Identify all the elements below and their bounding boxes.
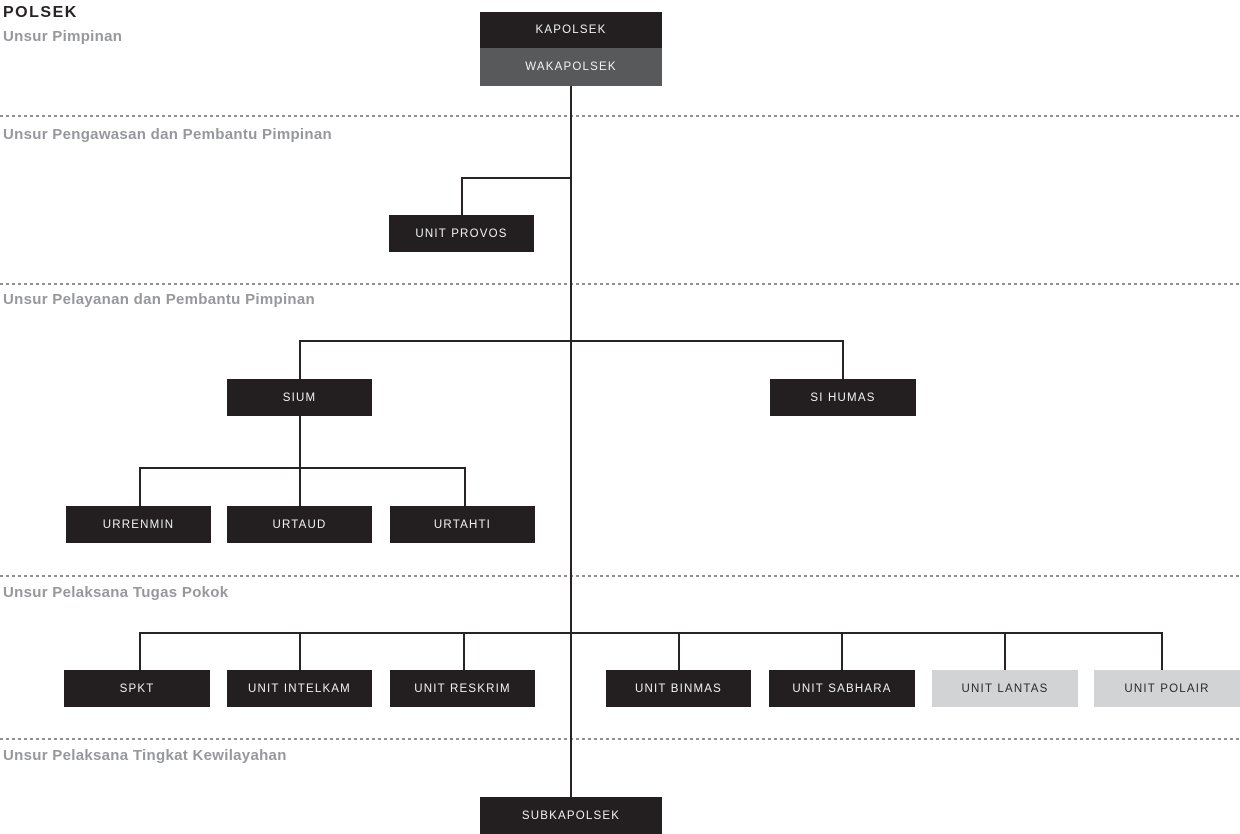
node-unit-sabhara: UNIT SABHARA bbox=[769, 670, 915, 707]
section-label-pimpinan: Unsur Pimpinan bbox=[3, 28, 123, 45]
connector-sium-stem bbox=[299, 416, 301, 506]
connector-spkt-drop bbox=[139, 632, 141, 670]
node-kapolsek: KAPOLSEK bbox=[480, 12, 662, 48]
connector-urrenmin-drop bbox=[139, 467, 141, 506]
chart-title: POLSEK bbox=[3, 4, 78, 21]
connector-spine bbox=[570, 86, 572, 798]
node-unit-provos: UNIT PROVOS bbox=[389, 215, 534, 252]
node-unit-polair: UNIT POLAIR bbox=[1094, 670, 1240, 707]
section-divider-1 bbox=[0, 115, 1240, 117]
node-sium: SIUM bbox=[227, 379, 372, 416]
node-unit-binmas: UNIT BINMAS bbox=[606, 670, 751, 707]
node-urtahti: URTAHTI bbox=[390, 506, 535, 543]
connector-provos-v bbox=[461, 177, 463, 215]
connector-urtahti-drop bbox=[464, 467, 466, 506]
connector-polair-drop bbox=[1161, 632, 1163, 670]
connector-reskrim-drop bbox=[463, 632, 465, 670]
node-urrenmin: URRENMIN bbox=[66, 506, 211, 543]
node-unit-lantas: UNIT LANTAS bbox=[932, 670, 1078, 707]
section-label-tugas-pokok: Unsur Pelaksana Tugas Pokok bbox=[3, 584, 229, 601]
connector-sabhara-drop bbox=[841, 632, 843, 670]
node-unit-reskrim: UNIT RESKRIM bbox=[390, 670, 535, 707]
section-label-pelayanan: Unsur Pelayanan dan Pembantu Pimpinan bbox=[3, 291, 316, 308]
section-label-kewilayahan: Unsur Pelaksana Tingkat Kewilayahan bbox=[3, 747, 287, 764]
section-label-pengawasan: Unsur Pengawasan dan Pembantu Pimpinan bbox=[3, 126, 332, 143]
connector-sihumas-drop bbox=[842, 340, 844, 379]
node-wakapolsek: WAKAPOLSEK bbox=[480, 48, 662, 86]
node-subkapolsek: SUBKAPOLSEK bbox=[480, 797, 662, 834]
node-si-humas: SI HUMAS bbox=[770, 379, 916, 416]
section-divider-2 bbox=[0, 283, 1240, 285]
connector-lantas-drop bbox=[1004, 632, 1006, 670]
node-unit-intelkam: UNIT INTELKAM bbox=[227, 670, 372, 707]
connector-pelayanan-h bbox=[299, 340, 844, 342]
section-divider-4 bbox=[0, 738, 1240, 740]
section-divider-3 bbox=[0, 575, 1240, 577]
connector-binmas-drop bbox=[678, 632, 680, 670]
node-spkt: SPKT bbox=[64, 670, 210, 707]
connector-sium-children-h bbox=[139, 467, 466, 469]
connector-provos-h bbox=[461, 177, 572, 179]
connector-sium-drop bbox=[299, 340, 301, 379]
connector-tugas-h bbox=[139, 632, 1163, 634]
node-urtaud: URTAUD bbox=[227, 506, 372, 543]
connector-intelkam-drop bbox=[299, 632, 301, 670]
